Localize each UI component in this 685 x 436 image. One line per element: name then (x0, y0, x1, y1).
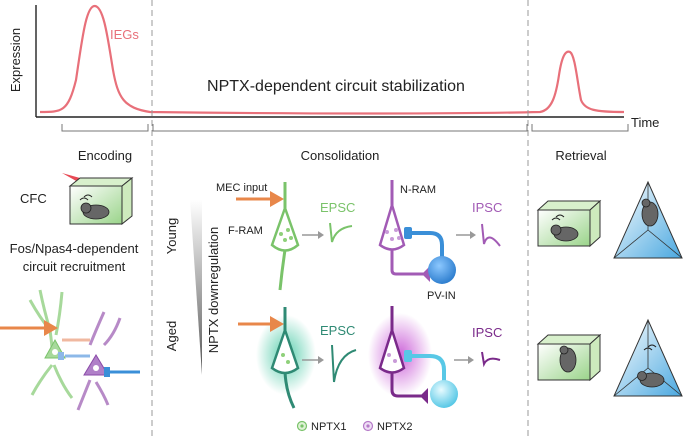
phase-retrieval: Retrieval (555, 148, 606, 163)
aged-novel-context-icon (613, 318, 683, 397)
nptx-legend: NPTX1 NPTX2 (296, 420, 412, 433)
x-axis-label: Time (631, 115, 659, 130)
n-ram-label: N-RAM (400, 184, 436, 196)
aged-context-box-icon (536, 333, 602, 382)
ieg-label: IEGs (110, 27, 139, 42)
young-novel-context-icon (613, 180, 683, 259)
aged-epsc-label: EPSC (320, 323, 355, 338)
recruitment-line-2: circuit recruitment (23, 259, 126, 274)
encoding-panel: CFC Fos/Npas4-dependent circuit recruitm… (0, 173, 140, 411)
young-pv-in-neuron (404, 227, 456, 284)
y-axis-label: Expression (8, 28, 23, 92)
aged-ipsc-trace (481, 351, 501, 368)
consolidation-panel: Young Aged NPTX downregulation MEC input… (164, 180, 502, 433)
young-epsc-arrowhead (318, 231, 324, 239)
consolidation-bracket (152, 124, 528, 132)
downregulation-label: NPTX downregulation (206, 227, 221, 353)
timeline-panel: Expression Time IEGs NPTX-dependent circ… (8, 4, 659, 163)
young-context-box-icon (536, 199, 602, 248)
encoding-bracket (61, 124, 149, 132)
young-epsc-label: EPSC (320, 200, 355, 215)
center-label: NPTX-dependent circuit stabilization (207, 78, 465, 95)
aged-epsc-arrowhead (318, 356, 324, 364)
aged-ipsc-label: IPSC (472, 325, 502, 340)
young-ipsc-arrowhead (470, 231, 476, 239)
aged-label: Aged (164, 321, 179, 351)
aged-pv-in-neuron (404, 350, 458, 408)
aged-ipsc-arrowhead (468, 356, 474, 364)
young-n-ram-neuron (378, 180, 430, 282)
young-f-ram-neuron (236, 182, 300, 291)
cfc-chamber-icon (68, 176, 134, 226)
young-ipsc-trace (481, 223, 501, 247)
pv-in-label: PV-IN (427, 290, 456, 302)
phase-encoding: Encoding (78, 148, 132, 163)
encoding-neurons (0, 289, 140, 411)
cfc-label: CFC (20, 191, 47, 206)
downregulation-wedge (190, 200, 202, 375)
phase-consolidation: Consolidation (301, 148, 380, 163)
young-epsc-trace (329, 222, 353, 243)
mec-input-label: MEC input (216, 182, 267, 194)
nptx1-label: NPTX1 (311, 421, 346, 433)
aged-epsc-trace (331, 344, 357, 383)
nptx2-label: NPTX2 (377, 421, 412, 433)
aged-n-ram-neuron (378, 306, 428, 404)
recruitment-line-1: Fos/Npas4-dependent (10, 241, 139, 256)
f-ram-label: F-RAM (228, 225, 263, 237)
retrieval-bracket (531, 124, 629, 132)
ieg-expression-curve (39, 4, 625, 115)
young-label: Young (164, 218, 179, 254)
aged-f-ram-neuron (238, 307, 300, 409)
retrieval-panel (536, 180, 683, 397)
young-ipsc-label: IPSC (472, 200, 502, 215)
